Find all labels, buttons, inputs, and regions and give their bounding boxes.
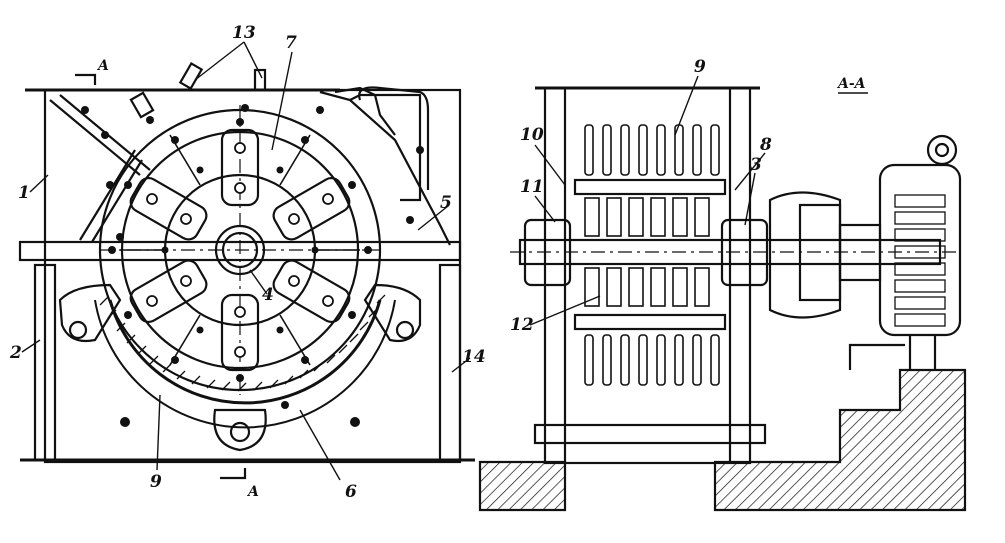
left-side-plate <box>33 263 57 462</box>
section-title: A-A <box>836 76 866 92</box>
motor <box>878 163 962 337</box>
label-8: 8 <box>759 135 772 155</box>
label-13: 13 <box>232 23 256 43</box>
hammer-set <box>129 128 351 372</box>
label-5: 5 <box>440 193 452 213</box>
foundation-right <box>713 368 967 512</box>
right-side-plate <box>438 263 462 462</box>
section-mark-bottom: A <box>246 484 259 500</box>
lower-crossbar <box>573 313 727 331</box>
section-view <box>478 86 967 512</box>
left-bearing <box>523 218 572 287</box>
left-grate-lever <box>58 283 122 343</box>
label-6: 6 <box>345 482 357 502</box>
lower-hammer-row <box>584 267 710 307</box>
label-10: 10 <box>520 125 544 145</box>
label-2: 2 <box>9 343 22 363</box>
label-9-right: 9 <box>694 57 706 77</box>
pivot-lug <box>213 408 267 452</box>
section-mark-top: A <box>96 58 109 74</box>
grate-arc <box>108 299 382 405</box>
upper-crossbar <box>573 178 727 196</box>
foundation-left <box>478 460 567 512</box>
leader-lines <box>21 41 766 481</box>
upper-grate-bars <box>584 124 720 176</box>
upper-hammer-row <box>584 197 710 237</box>
label-11: 11 <box>520 177 544 197</box>
coupling <box>768 191 842 319</box>
front-view <box>18 61 475 480</box>
label-4: 4 <box>262 285 274 305</box>
label-1: 1 <box>18 183 30 203</box>
label-12: 12 <box>510 315 534 335</box>
lifting-eye <box>926 134 958 166</box>
label-14: 14 <box>462 347 486 367</box>
right-bearing <box>720 218 769 287</box>
motor-fins <box>894 194 946 327</box>
callout-labels: 1 2 3 4 5 6 7 8 9 9 10 11 12 13 14 A A A… <box>9 23 866 502</box>
lower-grate-bars <box>584 334 720 386</box>
label-7: 7 <box>285 33 297 53</box>
right-grate-lever <box>363 283 422 343</box>
label-9-left: 9 <box>150 472 162 492</box>
bottom-tie-rod <box>533 423 767 445</box>
grate-teeth <box>99 294 386 392</box>
